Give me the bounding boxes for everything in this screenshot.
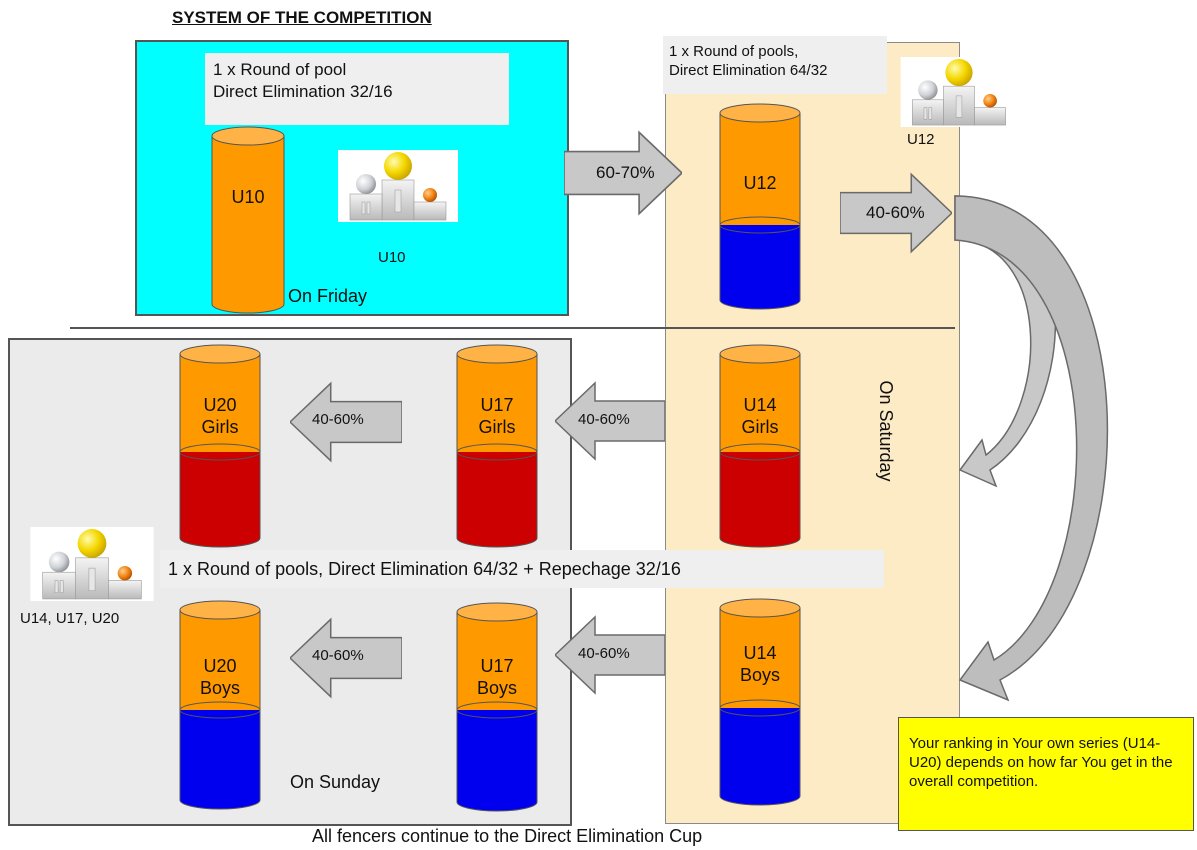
u20-girls-group: Girls bbox=[201, 417, 239, 437]
u17-girls-group: Girls bbox=[478, 417, 516, 437]
day-label-friday: On Friday bbox=[288, 286, 368, 306]
podium-label-u10: U10 bbox=[378, 249, 406, 266]
day-label-sunday: On Sunday bbox=[290, 772, 381, 792]
cylinder-label-u10: U10 bbox=[231, 187, 265, 207]
cylinder-u14-boys bbox=[719, 598, 801, 806]
podium-icon-sunday bbox=[30, 527, 154, 601]
sunday-description: 1 x Round of pools, Direct Elimination 6… bbox=[160, 550, 884, 588]
cylinder-u14-girls bbox=[719, 344, 801, 548]
curved-arrow-lower bbox=[954, 195, 1109, 702]
u14-girls-group: Girls bbox=[741, 417, 779, 437]
arrow-label-u17b-to-u20b: 40-60% bbox=[312, 647, 364, 664]
ranking-note: Your ranking in Your own series (U14-U20… bbox=[898, 717, 1194, 831]
friday-description-line-2: Direct Elimination 32/16 bbox=[213, 82, 393, 101]
cylinder-u10 bbox=[211, 126, 285, 314]
saturday-description-line-2: Direct Elimination 64/32 bbox=[669, 62, 828, 79]
u14-girls-age: U14 bbox=[743, 395, 777, 415]
cylinder-label-u14-girls: U14 Girls bbox=[720, 394, 800, 438]
u14-boys-group: Boys bbox=[739, 665, 781, 685]
cylinder-u20-boys bbox=[179, 600, 261, 810]
podium-label-sunday: U14, U17, U20 bbox=[20, 610, 120, 627]
arrow-label-u14b-to-u17b: 40-60% bbox=[578, 645, 630, 662]
saturday-description-line-1: 1 x Round of pools, bbox=[669, 43, 799, 60]
u20-boys-group: Boys bbox=[199, 678, 241, 698]
u17-boys-group: Boys bbox=[476, 678, 518, 698]
friday-description: 1 x Round of pool Direct Elimination 32/… bbox=[205, 53, 509, 125]
day-label-saturday: On Saturday bbox=[876, 380, 896, 482]
cylinder-label-u12: U12 bbox=[743, 173, 777, 193]
cylinder-label-u20-boys: U20 Boys bbox=[180, 655, 260, 699]
u14-boys-age: U14 bbox=[743, 643, 777, 663]
arrow-label-u17g-to-u20g: 40-60% bbox=[312, 411, 364, 428]
podium-icon-u12 bbox=[900, 57, 1018, 127]
arrow-label-u12-to-u14: 40-60% bbox=[866, 203, 925, 222]
cylinder-u20-girls bbox=[179, 344, 261, 548]
cylinder-u12 bbox=[719, 103, 801, 310]
cylinder-label-u17-boys: U17 Boys bbox=[457, 655, 537, 699]
arrow-label-u14g-to-u17g: 40-60% bbox=[578, 411, 630, 428]
cylinder-label-u14-boys: U14 Boys bbox=[720, 642, 800, 686]
friday-description-line-1: 1 x Round of pool bbox=[213, 60, 347, 79]
u17-girls-age: U17 bbox=[480, 395, 514, 415]
u20-girls-age: U20 bbox=[203, 395, 237, 415]
u17-boys-age: U17 bbox=[480, 656, 514, 676]
arrow-label-u10-to-u12: 60-70% bbox=[596, 163, 655, 182]
podium-icon-u10 bbox=[338, 150, 458, 222]
cylinder-u17-girls bbox=[456, 344, 538, 548]
saturday-panel bbox=[665, 42, 960, 824]
divider-line bbox=[70, 327, 955, 329]
saturday-description: 1 x Round of pools, Direct Elimination 6… bbox=[663, 36, 887, 94]
footer-caption: All fencers continue to the Direct Elimi… bbox=[312, 826, 703, 846]
cylinder-u17-boys bbox=[456, 602, 538, 812]
cylinder-label-u20-girls: U20 Girls bbox=[180, 394, 260, 438]
diagram-title: SYSTEM OF THE COMPETITION bbox=[172, 8, 432, 27]
cylinder-label-u17-girls: U17 Girls bbox=[457, 394, 537, 438]
podium-label-u12: U12 bbox=[907, 131, 935, 148]
u20-boys-age: U20 bbox=[203, 656, 237, 676]
